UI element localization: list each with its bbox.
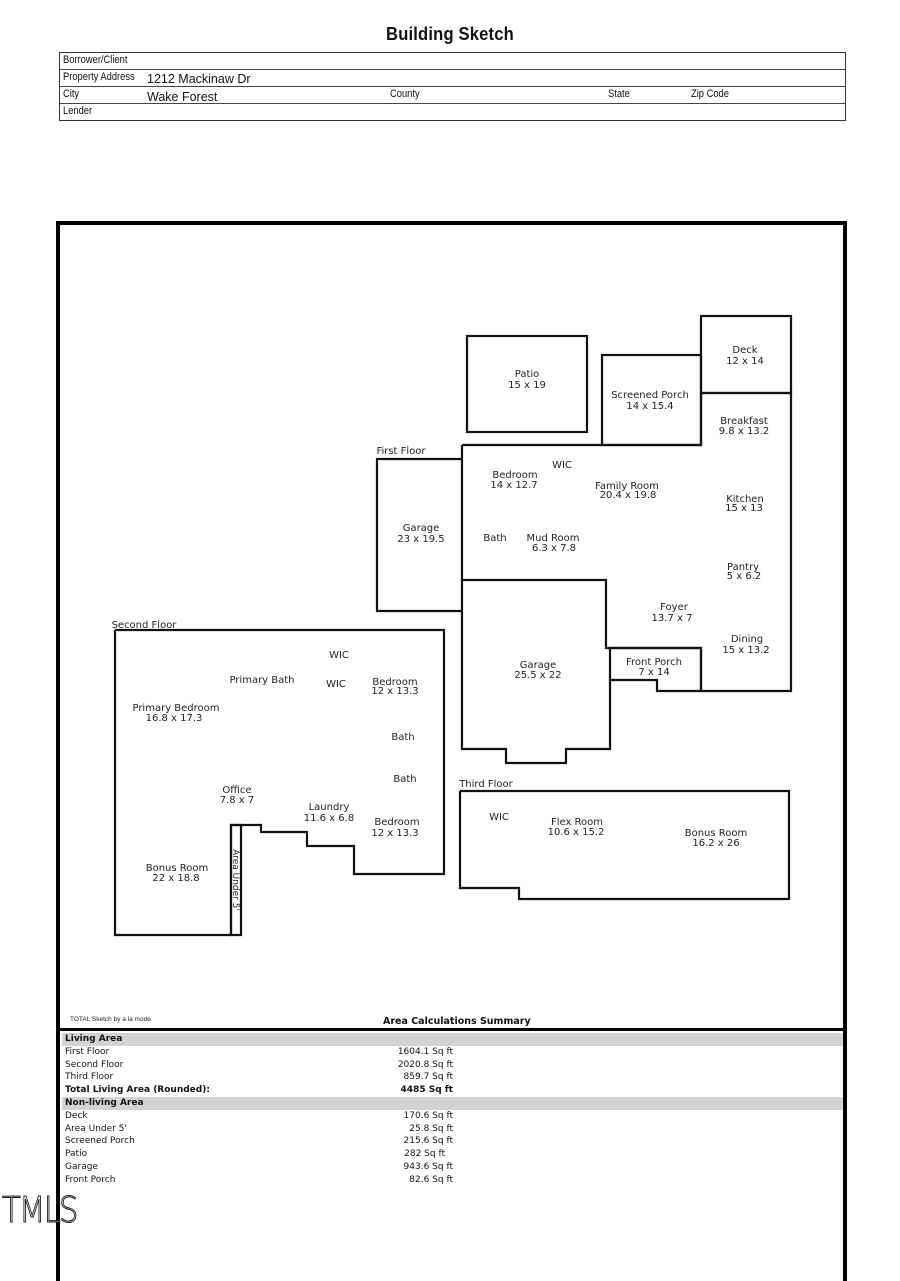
summary-title: Area Calculations Summary — [383, 1016, 531, 1027]
borrower-row: Borrower/Client — [60, 53, 845, 70]
room-label: Deck — [732, 345, 757, 356]
address-value: 1212 Mackinaw Dr — [147, 72, 251, 86]
garage-1-outline — [375, 457, 462, 613]
room-dim: 14 x 15.4 — [626, 401, 673, 412]
room-label: Bedroom — [492, 470, 537, 481]
area-under-5-outline — [229, 823, 243, 937]
front-porch-outline — [610, 646, 703, 693]
room-dim: 7.8 x 7 — [220, 795, 255, 806]
room-label: Breakfast — [720, 416, 768, 427]
patio-outline — [465, 334, 589, 434]
county-label: County — [390, 88, 420, 100]
summary-row: Deck 170.6 Sq ft — [65, 1110, 453, 1121]
room-dim: 20.4 x 19.8 — [600, 490, 657, 501]
room-label: Garage — [403, 523, 440, 534]
floor-label-third: Third Floor — [458, 779, 513, 790]
room-label: Pantry — [727, 562, 759, 573]
room-label: Screened Porch — [611, 390, 689, 401]
city-label: City — [63, 88, 80, 100]
room-label: WIC — [326, 679, 346, 690]
room-label: Primary Bedroom — [132, 703, 219, 714]
summary-row: Screened Porch 215.6 Sq ft — [65, 1136, 453, 1147]
room-label: Bath — [393, 774, 416, 785]
summary-divider — [58, 1028, 845, 1031]
room-dim: 7 x 14 — [638, 667, 669, 678]
room-label: Mud Room — [527, 533, 580, 544]
room-dim: 12 x 13.3 — [371, 828, 418, 839]
room-dim: 12 x 13.3 — [371, 686, 418, 697]
room-dim: 12 x 14 — [726, 356, 764, 367]
room-dim: 10.6 x 15.2 — [548, 827, 605, 838]
room-label: Laundry — [309, 802, 350, 813]
room-label: Bonus Room — [146, 863, 209, 874]
room-label: WIC — [329, 650, 349, 661]
room-label: Dining — [731, 634, 763, 645]
room-dim: 15 x 13.2 — [722, 645, 769, 656]
summary-row: Area Under 5' 25.8 Sq ft — [65, 1123, 453, 1134]
room-label: Bath — [483, 533, 506, 544]
third-floor-outline — [458, 789, 791, 901]
floor-label-first: First Floor — [376, 446, 426, 457]
total-living-area-row: Total Living Area (Rounded): 4485 Sq ft — [65, 1085, 453, 1096]
room-dim: 14 x 12.7 — [490, 480, 537, 491]
room-label: Bedroom — [372, 677, 417, 688]
tmls-watermark: TMLS — [2, 1190, 79, 1232]
room-dim: 15 x 13 — [725, 503, 763, 514]
lender-label: Lender — [63, 105, 93, 117]
summary-row: Patio 282 Sq ft — [65, 1149, 445, 1160]
area-summary-table: Living Area First Floor 1604.1 Sq ft Sec… — [62, 1033, 843, 1187]
summary-row: Third Floor 859.7 Sq ft — [65, 1072, 453, 1083]
address-label: Property Address — [63, 71, 135, 83]
floor-label-second: Second Floor — [112, 620, 178, 631]
room-dim: 25.5 x 22 — [514, 670, 561, 681]
room-dim: 9.8 x 13.2 — [719, 426, 769, 437]
room-label: WIC — [489, 812, 509, 823]
room-label: Front Porch — [626, 657, 682, 668]
room-dim: 5 x 6.2 — [727, 571, 762, 582]
living-area-header: Living Area — [62, 1033, 843, 1046]
page-title: Building Sketch — [386, 24, 514, 44]
room-dim: 23 x 19.5 — [397, 534, 444, 545]
room-label: Bonus Room — [685, 828, 748, 839]
city-row: City Wake Forest County State Zip Code — [60, 87, 845, 104]
room-label: Flex Room — [551, 817, 603, 828]
room-label: Kitchen — [726, 494, 764, 505]
room-dim: 6.3 x 7.8 — [532, 543, 576, 554]
summary-row: Garage 943.6 Sq ft — [65, 1161, 453, 1172]
room-dim: 16.8 x 17.3 — [146, 713, 203, 724]
room-dim: 13.7 x 7 — [652, 613, 693, 624]
room-dim: 16.2 x 26 — [692, 838, 739, 849]
summary-row: Front Porch 82.6 Sq ft — [65, 1174, 453, 1185]
room-dim: 15 x 19 — [508, 380, 546, 391]
room-dim: 11.6 x 6.8 — [304, 813, 354, 824]
summary-row: Second Floor 2020.8 Sq ft — [65, 1059, 453, 1070]
room-label: Foyer — [660, 602, 689, 613]
room-label: Bath — [391, 732, 414, 743]
sketch-frame — [56, 221, 847, 1281]
lender-row: Lender — [60, 104, 845, 120]
software-credit: TOTAL Sketch by a la mode — [70, 1016, 151, 1023]
room-label: Patio — [515, 369, 540, 380]
room-label: Primary Bath — [229, 675, 294, 686]
room-dim: 22 x 18.8 — [152, 873, 199, 884]
state-label: State — [608, 88, 630, 100]
room-label: Office — [222, 785, 251, 796]
room-label-area-under-5: Area Under 5' — [230, 849, 240, 911]
non-living-area-header: Non-living Area — [62, 1096, 843, 1110]
address-row: Property Address 1212 Mackinaw Dr — [60, 70, 845, 87]
room-label: WIC — [552, 460, 572, 471]
city-value: Wake Forest — [147, 90, 218, 104]
room-label: Garage — [520, 660, 557, 671]
borrower-label: Borrower/Client — [63, 54, 128, 66]
garage-2-outline — [460, 580, 612, 765]
zip-label: Zip Code — [691, 88, 729, 100]
room-label: Family Room — [595, 481, 659, 492]
property-header-table: Borrower/Client Property Address 1212 Ma… — [59, 52, 846, 121]
room-label: Bedroom — [374, 817, 419, 828]
summary-row: First Floor 1604.1 Sq ft — [65, 1046, 453, 1057]
